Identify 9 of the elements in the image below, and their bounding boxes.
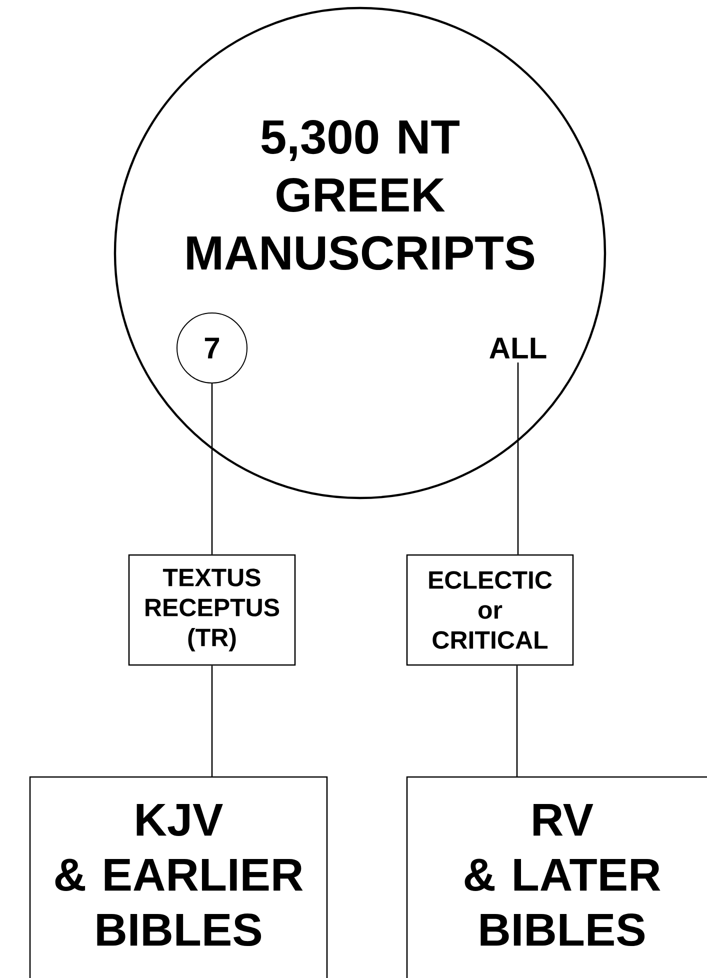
group-label: ALL <box>490 338 546 358</box>
connector-line <box>517 362 519 554</box>
bible-box: KJV & EARLIER BIBLES <box>29 776 328 978</box>
connector-line <box>516 666 518 777</box>
bible-box: RV & LATER BIBLES <box>406 776 707 978</box>
text-box: TEXTUS RECEPTUS (TR) <box>128 554 296 666</box>
connector-line <box>211 384 213 554</box>
connector-line <box>211 666 213 777</box>
text-box: ECLECTIC or CRITICAL <box>406 554 574 666</box>
